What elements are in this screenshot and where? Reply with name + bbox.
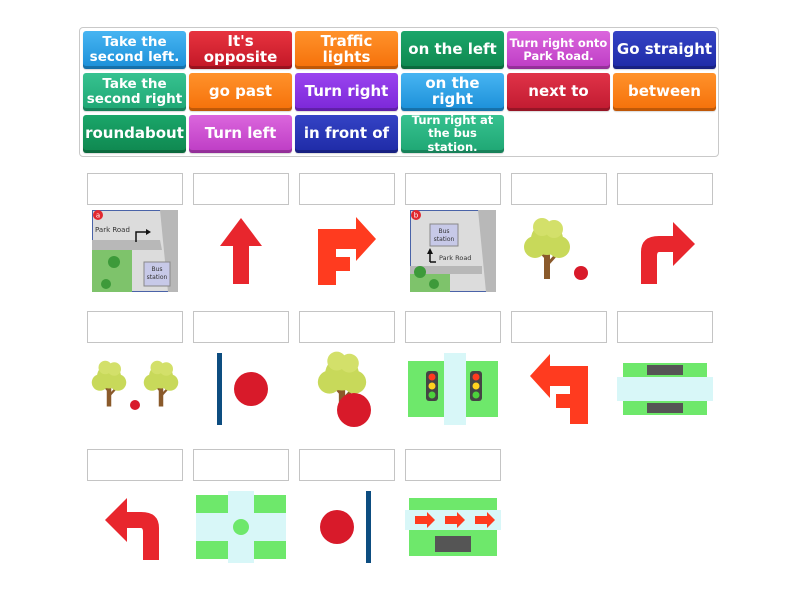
map-label: Park Road bbox=[439, 254, 471, 262]
drop-slot[interactable] bbox=[299, 173, 395, 205]
drop-slot[interactable] bbox=[193, 311, 289, 343]
map-label: Bus bbox=[151, 266, 162, 273]
picture-right-turn-arrow bbox=[617, 209, 713, 293]
tile-label: Park Road. bbox=[523, 49, 594, 63]
tile-label: the bus station. bbox=[427, 126, 478, 154]
tile-in-front-of[interactable]: in front of bbox=[295, 115, 398, 153]
drop-slot[interactable] bbox=[299, 311, 395, 343]
tile-roundabout[interactable]: roundabout bbox=[83, 115, 186, 153]
drop-slot[interactable] bbox=[87, 449, 183, 481]
map-label: Park Road bbox=[95, 226, 130, 234]
picture-straight-arrow bbox=[193, 209, 289, 293]
tile-label: Turn right onto bbox=[509, 35, 608, 50]
tile-label: Take the bbox=[102, 34, 167, 51]
tile-on-the-left[interactable]: on the left bbox=[401, 31, 504, 69]
picture-on-the-left-line bbox=[193, 347, 289, 431]
tile-label: on the left bbox=[408, 40, 497, 59]
picture-traffic-lights-road bbox=[405, 347, 501, 431]
picture-second-left-arrow bbox=[511, 347, 607, 431]
tile-label: Turn right at bbox=[411, 113, 494, 128]
map-badge: a bbox=[96, 212, 100, 220]
tile-label: Turn left bbox=[204, 124, 277, 143]
drop-slot[interactable] bbox=[87, 311, 183, 343]
tile-label: second right bbox=[86, 91, 183, 107]
drop-slot[interactable] bbox=[405, 311, 501, 343]
drop-slot[interactable] bbox=[87, 173, 183, 205]
tile-between[interactable]: between bbox=[613, 73, 716, 111]
picture-between-trees bbox=[87, 347, 183, 431]
drop-slot[interactable] bbox=[193, 449, 289, 481]
drop-slot[interactable] bbox=[405, 449, 501, 481]
picture-on-the-right-line bbox=[299, 485, 395, 569]
tile-label: Take the bbox=[102, 76, 167, 93]
tile-label: roundabout bbox=[85, 124, 184, 143]
tile-label: Go straight bbox=[616, 40, 713, 59]
drop-slot[interactable] bbox=[299, 449, 395, 481]
map-label: station bbox=[147, 274, 168, 281]
map-badge: b bbox=[414, 212, 419, 220]
tile-turn-right[interactable]: Turn right bbox=[295, 73, 398, 111]
drop-slot[interactable] bbox=[617, 311, 713, 343]
drop-slot[interactable] bbox=[511, 173, 607, 205]
tile-label: second left. bbox=[89, 49, 180, 65]
tile-on-the-right[interactable]: on the right bbox=[401, 73, 504, 111]
tile-label: on the right bbox=[425, 74, 480, 108]
tile-go-straight[interactable]: Go straight bbox=[613, 31, 716, 69]
tile-turn-left[interactable]: Turn left bbox=[189, 115, 292, 153]
picture-in-front-of-tree bbox=[299, 347, 395, 431]
drop-slot[interactable] bbox=[405, 173, 501, 205]
tile-label: next to bbox=[528, 82, 589, 101]
map-label: Bus bbox=[438, 228, 449, 235]
tile-its-opposite[interactable]: It's opposite bbox=[189, 31, 292, 69]
tile-label: go past bbox=[208, 82, 273, 101]
picture-left-turn-arrow bbox=[87, 485, 183, 569]
picture-next-to-tree bbox=[511, 209, 607, 293]
picture-map-a: a Park Road Bus station bbox=[87, 209, 183, 293]
drop-slot[interactable] bbox=[617, 173, 713, 205]
picture-map-b: b Bus station Park Road bbox=[405, 209, 501, 293]
drop-slot[interactable] bbox=[511, 311, 607, 343]
picture-go-past-road bbox=[405, 485, 501, 569]
picture-roundabout-road bbox=[193, 485, 289, 569]
tile-label: between bbox=[628, 82, 701, 101]
drop-slot[interactable] bbox=[193, 173, 289, 205]
picture-opposite-road bbox=[617, 347, 713, 431]
tile-go-past[interactable]: go past bbox=[189, 73, 292, 111]
map-label: station bbox=[434, 236, 455, 243]
tile-label: Traffic lights bbox=[320, 32, 373, 66]
tile-label: in front of bbox=[303, 124, 390, 143]
picture-second-right-arrow bbox=[299, 209, 395, 293]
tile-label: It's opposite bbox=[203, 32, 278, 66]
tile-traffic-lights[interactable]: Traffic lights bbox=[295, 31, 398, 69]
tile-next-to[interactable]: next to bbox=[507, 73, 610, 111]
tile-label: Turn right bbox=[304, 82, 389, 101]
